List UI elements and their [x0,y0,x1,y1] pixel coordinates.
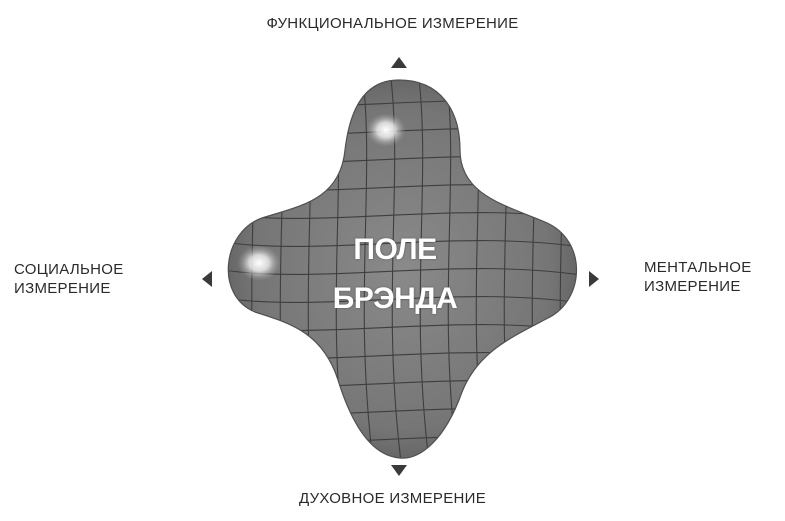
social-dimension-line2: ИЗМЕРЕНИЕ [14,279,124,298]
functional-dimension-label: ФУНКЦИОНАЛЬНОЕ ИЗМЕРЕНИЕ [0,14,785,33]
mental-dimension-line2: ИЗМЕРЕНИЕ [644,277,752,296]
arrow-up-icon [391,57,407,68]
social-dimension-line1: СОЦИАЛЬНОЕ [14,260,124,279]
arrow-right-icon [589,271,599,287]
brand-field-title-line1: ПОЛЕ [300,232,490,268]
arrow-down-icon [391,465,407,476]
brand-field-title-line2: БРЭНДА [300,281,490,317]
mental-dimension-line1: МЕНТАЛЬНОЕ [644,258,752,277]
social-dimension-label: СОЦИАЛЬНОЕ ИЗМЕРЕНИЕ [14,260,124,298]
mental-dimension-label: МЕНТАЛЬНОЕ ИЗМЕРЕНИЕ [644,258,752,296]
spiritual-dimension-label: ДУХОВНОЕ ИЗМЕРЕНИЕ [0,489,785,508]
brand-field-shape [210,70,600,470]
arrow-left-icon [202,271,212,287]
